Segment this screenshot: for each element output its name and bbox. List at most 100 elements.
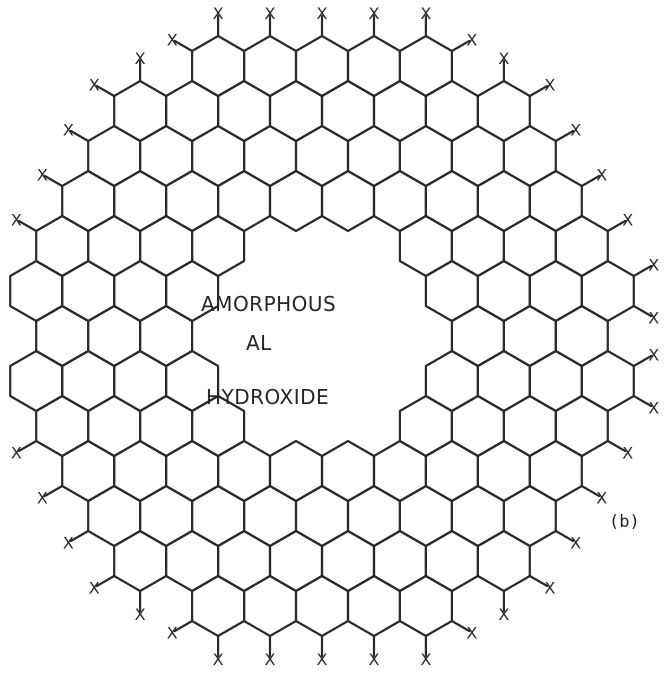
center-label-line-2: AL bbox=[246, 331, 272, 355]
hexagon-cell bbox=[398, 484, 453, 548]
edge-marker-x: X bbox=[466, 624, 477, 643]
hexagon-cell bbox=[580, 349, 635, 413]
terminal-bond bbox=[450, 39, 471, 53]
hexagon-cell bbox=[476, 529, 531, 593]
hexagon-cell bbox=[268, 439, 324, 503]
edge-marker-x: X bbox=[596, 166, 607, 185]
hexagon-cell bbox=[424, 439, 479, 503]
terminal-bond bbox=[69, 129, 90, 143]
edge-marker-x: X bbox=[648, 309, 659, 328]
hexagon-cell bbox=[346, 484, 401, 548]
hexagon-cell bbox=[243, 34, 298, 98]
hexagon-cell bbox=[424, 349, 479, 413]
hexagon-cell bbox=[87, 304, 142, 368]
edge-marker-x: X bbox=[37, 166, 48, 185]
edge-marker-x: X bbox=[265, 4, 276, 23]
hexagon-cell bbox=[502, 394, 557, 458]
terminal-bond bbox=[43, 174, 64, 188]
hexagon-cell bbox=[372, 169, 427, 233]
hexagon-cell bbox=[450, 304, 505, 368]
hexagon-cell bbox=[528, 349, 583, 413]
hexagon-cell bbox=[87, 484, 142, 548]
hexagon-cell bbox=[139, 304, 194, 368]
hexagon-cell bbox=[502, 124, 557, 188]
hexagon-cell bbox=[424, 79, 479, 143]
hexagon-cell bbox=[502, 214, 557, 278]
hexagon-cell bbox=[139, 124, 194, 188]
edge-marker-x: X bbox=[498, 605, 509, 624]
hexagon-cell bbox=[35, 394, 90, 458]
hexagon-cell bbox=[87, 124, 142, 188]
hexagon-cell bbox=[61, 259, 116, 323]
hexagon-cell bbox=[165, 79, 220, 143]
terminal-bond bbox=[554, 129, 575, 143]
hexagon-cell bbox=[217, 79, 272, 143]
hexagon-cell bbox=[294, 124, 350, 188]
hexagon-cell bbox=[191, 214, 246, 278]
hexagon-cell bbox=[372, 529, 427, 593]
terminal-bond bbox=[95, 574, 116, 588]
hexagon-cell bbox=[528, 169, 583, 233]
terminal-bond bbox=[632, 264, 653, 278]
edge-marker-x: X bbox=[63, 121, 74, 140]
edge-marker-x: X bbox=[544, 76, 555, 95]
edge-marker-x: X bbox=[11, 444, 22, 463]
hexagon-cell bbox=[450, 214, 505, 278]
hexagon-cell bbox=[398, 214, 453, 278]
hexagon-cell bbox=[346, 124, 401, 188]
terminal-bond bbox=[632, 354, 653, 368]
hexagon-cell bbox=[165, 529, 220, 593]
edge-marker-x: X bbox=[648, 256, 659, 275]
hexagon-cell bbox=[320, 169, 376, 233]
edge-marker-x: X bbox=[648, 346, 659, 365]
hexagon-cell bbox=[268, 79, 324, 143]
hexagon-cell bbox=[580, 259, 635, 323]
edge-marker-x: X bbox=[89, 76, 100, 95]
hexagon-cell bbox=[450, 484, 505, 548]
hexagon-lattice bbox=[9, 34, 635, 638]
hexagon-cell bbox=[87, 214, 142, 278]
hexagon-cell bbox=[398, 34, 453, 98]
hexagon-cell bbox=[502, 484, 557, 548]
terminal-bond bbox=[95, 84, 116, 98]
hexagon-cell bbox=[476, 259, 531, 323]
hexagon-cell bbox=[294, 574, 350, 638]
hexagon-cell bbox=[398, 394, 453, 458]
terminal-bond bbox=[606, 439, 627, 453]
hexagon-cell bbox=[476, 79, 531, 143]
hexagon-cell bbox=[113, 439, 168, 503]
hexagon-cell bbox=[450, 124, 505, 188]
hexagon-cell bbox=[243, 124, 298, 188]
hexagon-cell bbox=[528, 259, 583, 323]
terminal-bond bbox=[17, 439, 38, 453]
hexagon-cell bbox=[9, 259, 64, 323]
edge-marker-x: X bbox=[89, 579, 100, 598]
hexagon-cell bbox=[320, 529, 376, 593]
edge-marker-x: X bbox=[167, 624, 178, 643]
edge-marker-x: X bbox=[135, 49, 146, 68]
edge-marker-x: X bbox=[596, 489, 607, 508]
hexagon-cell bbox=[450, 394, 505, 458]
edge-marker-x: X bbox=[317, 4, 328, 23]
edge-marker-x: X bbox=[570, 534, 581, 553]
center-label-line-1: AMORPHOUS bbox=[201, 292, 337, 316]
terminal-bond bbox=[580, 174, 601, 188]
hexagon-cell bbox=[113, 529, 168, 593]
hexagon-cell bbox=[191, 124, 246, 188]
hexagon-cell bbox=[268, 529, 324, 593]
terminal-bond bbox=[632, 304, 653, 318]
edge-marker-x: X bbox=[213, 4, 224, 23]
hexagon-cell bbox=[217, 169, 272, 233]
edge-marker-x: X bbox=[369, 4, 380, 23]
edge-marker-x: X bbox=[648, 399, 659, 418]
hexagon-cell bbox=[243, 484, 298, 548]
edge-marker-x: X bbox=[622, 211, 633, 230]
hexagon-cell bbox=[502, 304, 557, 368]
hexagon-cell bbox=[139, 394, 194, 458]
hexagon-cell bbox=[191, 34, 246, 98]
hexagon-cell bbox=[294, 484, 350, 548]
hexagon-cell bbox=[346, 574, 401, 638]
terminal-bond bbox=[173, 39, 194, 53]
